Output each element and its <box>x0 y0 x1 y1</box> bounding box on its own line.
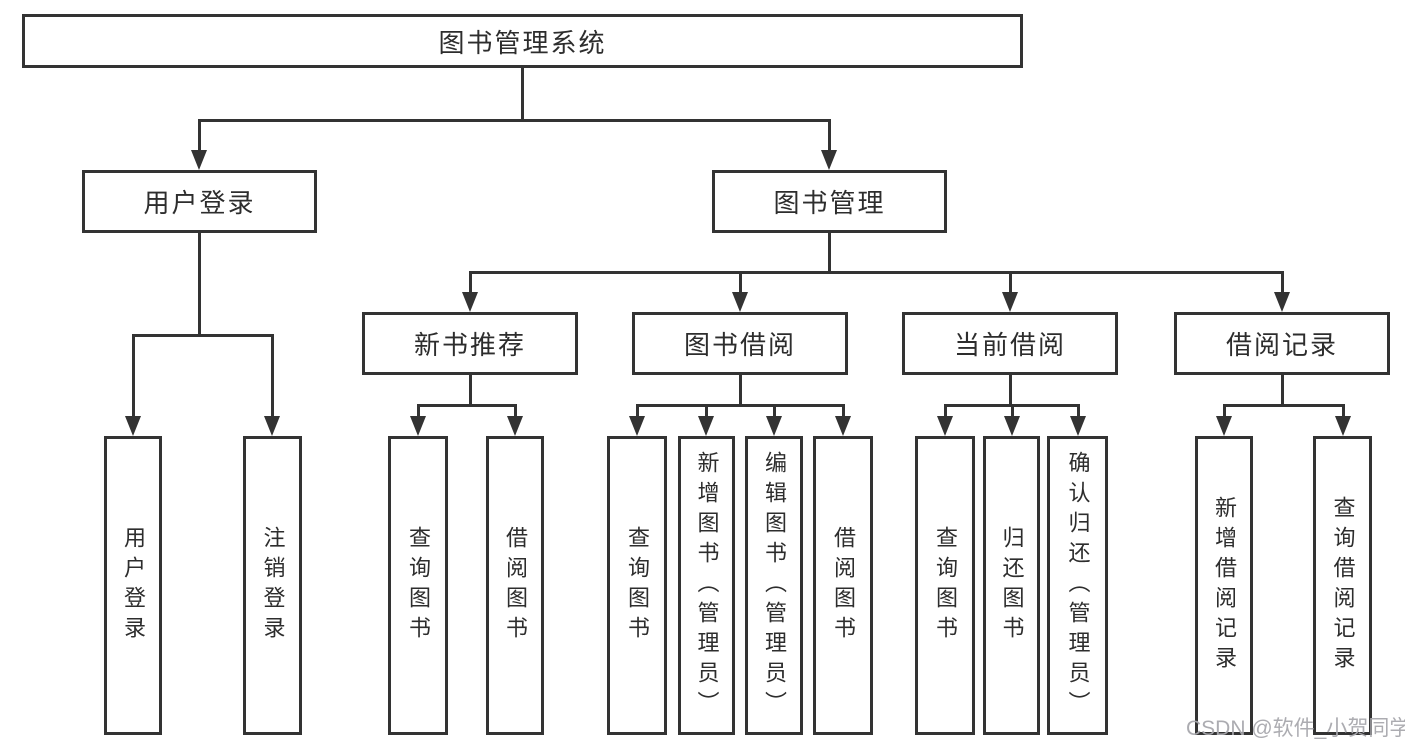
arrowhead-new-book <box>462 292 478 312</box>
arrowhead-bb-borrow <box>835 416 851 436</box>
connector-drop-bb-borrow <box>841 404 845 420</box>
arrowhead-borrow-records <box>1274 292 1290 312</box>
arrowhead-cb-query <box>937 416 953 436</box>
node-borrow-records: 借阅记录 <box>1174 312 1390 375</box>
arrowhead-br-query <box>1335 416 1351 436</box>
connector-drop-br-query <box>1341 404 1345 420</box>
node-cb-query-books: 查询图书 <box>915 436 975 735</box>
connector-drop-bb-query <box>635 404 639 420</box>
connector-drop-bb-add <box>704 404 708 420</box>
node-bb-borrow-books: 借阅图书 <box>813 436 873 735</box>
arrowhead-cb-return <box>1004 416 1020 436</box>
node-user-login-leaf: 用户登录 <box>104 436 162 735</box>
arrowhead-book-borrow <box>732 292 748 312</box>
connector-drop-current-borrow <box>1008 271 1012 295</box>
connector-new-book-stub <box>468 375 472 406</box>
node-new-book-recommend: 新书推荐 <box>362 312 578 375</box>
node-library-management-system: 图书管理系统 <box>22 14 1023 68</box>
arrowhead-current-borrow <box>1002 292 1018 312</box>
arrowhead-login-leaf <box>125 416 141 436</box>
connector-book-mgmt-stub <box>827 233 831 273</box>
node-bb-edit-book-admin: 编辑图书（管理员） <box>745 436 803 735</box>
arrowhead-bb-query <box>629 416 645 436</box>
connector-rail-new-book <box>416 404 517 407</box>
arrowhead-cb-confirm <box>1070 416 1086 436</box>
arrowhead-bb-edit <box>766 416 782 436</box>
connector-drop-login-leaf <box>131 334 135 420</box>
node-user-login: 用户登录 <box>82 170 317 233</box>
node-book-borrow: 图书借阅 <box>632 312 848 375</box>
connector-rail-level3 <box>468 271 1284 274</box>
connector-drop-book-management <box>827 119 831 153</box>
arrowhead-user-login <box>191 150 207 170</box>
connector-drop-nb-borrow <box>513 404 517 420</box>
node-br-add-record: 新增借阅记录 <box>1195 436 1253 735</box>
connector-drop-cb-confirm <box>1076 404 1080 420</box>
node-logout-leaf: 注销登录 <box>243 436 302 735</box>
arrowhead-book-management <box>821 150 837 170</box>
connector-drop-nb-query <box>416 404 420 420</box>
connector-drop-cb-return <box>1010 404 1014 420</box>
connector-drop-br-add <box>1222 404 1226 420</box>
node-current-borrow: 当前借阅 <box>902 312 1118 375</box>
node-book-management: 图书管理 <box>712 170 947 233</box>
node-nb-query-books: 查询图书 <box>388 436 448 735</box>
connector-rail-book-borrow <box>635 404 845 407</box>
arrowhead-bb-add <box>698 416 714 436</box>
connector-borrow-records-stub <box>1280 375 1284 406</box>
node-br-query-record: 查询借阅记录 <box>1313 436 1372 735</box>
node-cb-confirm-return-admin: 确认归还（管理员） <box>1047 436 1108 735</box>
connector-rail-user-login <box>131 334 274 337</box>
connector-drop-book-borrow <box>738 271 742 295</box>
node-bb-query-books: 查询图书 <box>607 436 667 735</box>
arrowhead-nb-borrow <box>507 416 523 436</box>
connector-rail-level2 <box>197 119 831 122</box>
connector-book-borrow-stub <box>738 375 742 406</box>
connector-rail-borrow-records <box>1222 404 1345 407</box>
connector-drop-cb-query <box>943 404 947 420</box>
connector-drop-logout-leaf <box>270 334 274 420</box>
connector-user-login-stub <box>197 232 201 336</box>
connector-drop-user-login <box>197 119 201 153</box>
node-bb-add-book-admin: 新增图书（管理员） <box>678 436 735 735</box>
connector-drop-bb-edit <box>772 404 776 420</box>
connector-drop-borrow-records <box>1280 271 1284 295</box>
node-nb-borrow-books: 借阅图书 <box>486 436 544 735</box>
connector-root-stub <box>520 68 524 122</box>
arrowhead-br-add <box>1216 416 1232 436</box>
arrowhead-nb-query <box>410 416 426 436</box>
node-cb-return-book: 归还图书 <box>983 436 1040 735</box>
connector-current-borrow-stub <box>1008 375 1012 406</box>
connector-drop-new-book <box>468 271 472 295</box>
arrowhead-logout-leaf <box>264 416 280 436</box>
csdn-watermark: CSDN @软件_小贺同学 <box>1186 717 1405 740</box>
